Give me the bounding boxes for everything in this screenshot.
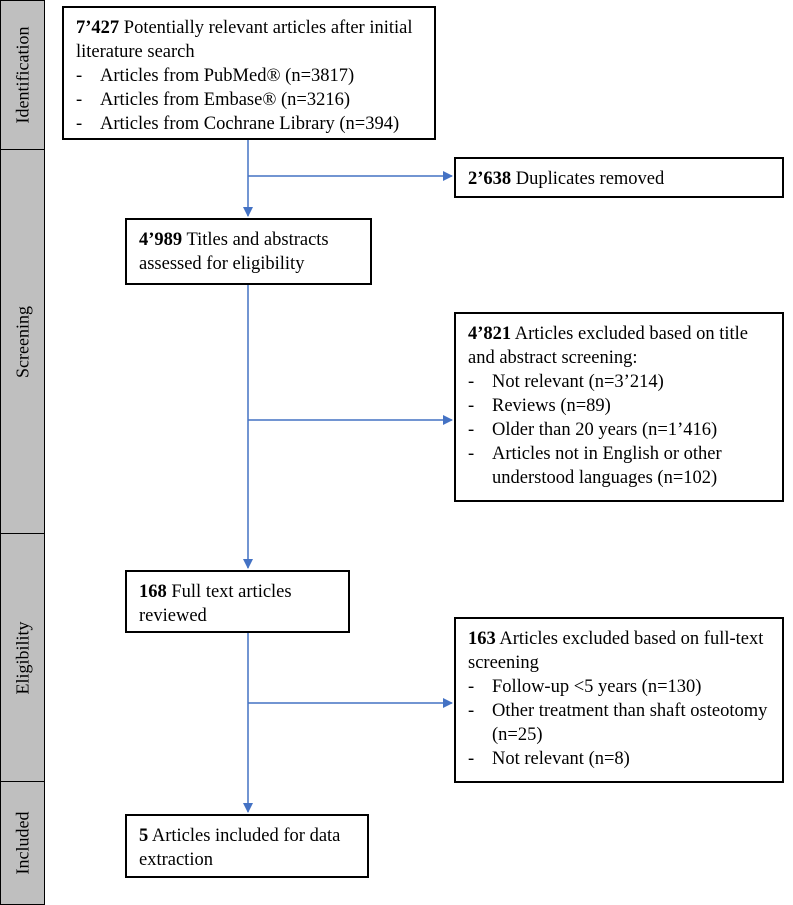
fulltext-box: 168 Full text articles reviewed bbox=[125, 570, 350, 633]
list-item: Other treatment than shaft osteotomy (n=… bbox=[468, 699, 772, 747]
included-box: 5 Articles included for data extraction bbox=[125, 814, 369, 878]
stage-included: Included bbox=[0, 781, 45, 905]
fulltext-text: 168 Full text articles reviewed bbox=[139, 582, 292, 626]
included-text: 5 Articles included for data extraction bbox=[139, 826, 341, 870]
excluded-fulltext-list: Follow-up <5 years (n=130) Other treatme… bbox=[468, 675, 772, 771]
list-item: Not relevant (n=8) bbox=[468, 747, 772, 771]
identification-list: Articles from PubMed® (n=3817) Articles … bbox=[76, 64, 424, 136]
list-item: Articles from PubMed® (n=3817) bbox=[76, 64, 424, 88]
stage-screening: Screening bbox=[0, 149, 45, 534]
list-item: Articles from Embase® (n=3216) bbox=[76, 88, 424, 112]
identification-heading: 7’427 Potentially relevant articles afte… bbox=[76, 18, 413, 62]
titles-text: 4’989 Titles and abstracts assessed for … bbox=[139, 230, 329, 274]
excluded-screening-heading: 4’821 Articles excluded based on title a… bbox=[468, 324, 749, 368]
excluded-screening-box: 4’821 Articles excluded based on title a… bbox=[454, 312, 784, 502]
list-item: Older than 20 years (n=1’416) bbox=[468, 418, 772, 442]
excluded-fulltext-box: 163 Articles excluded based on full-text… bbox=[454, 617, 784, 783]
list-item: Follow-up <5 years (n=130) bbox=[468, 675, 772, 699]
list-item: Reviews (n=89) bbox=[468, 394, 772, 418]
list-item: Articles from Cochrane Library (n=394) bbox=[76, 112, 424, 136]
excluded-fulltext-heading: 163 Articles excluded based on full-text… bbox=[468, 629, 764, 673]
identification-box: 7’427 Potentially relevant articles afte… bbox=[62, 6, 436, 140]
list-item: Not relevant (n=3’214) bbox=[468, 370, 772, 394]
list-item: Articles not in English or other underst… bbox=[468, 442, 772, 490]
duplicates-box: 2’638 Duplicates removed bbox=[454, 157, 784, 198]
stage-identification: Identification bbox=[0, 0, 45, 150]
titles-box: 4’989 Titles and abstracts assessed for … bbox=[125, 218, 372, 285]
duplicates-text: 2’638 Duplicates removed bbox=[468, 169, 665, 189]
excluded-screening-list: Not relevant (n=3’214) Reviews (n=89) Ol… bbox=[468, 370, 772, 490]
